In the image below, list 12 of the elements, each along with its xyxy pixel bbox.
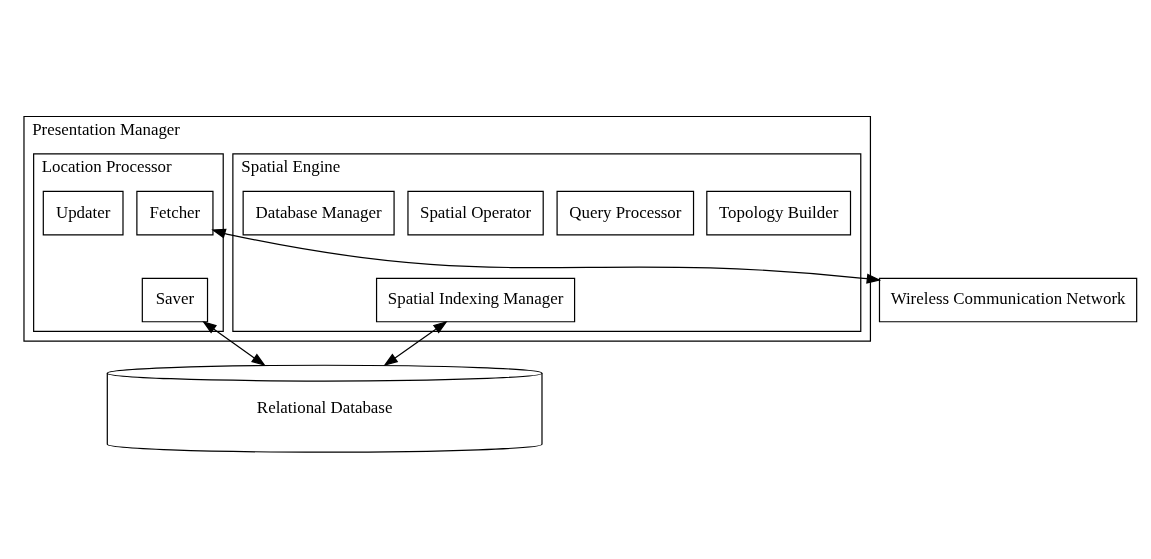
node-box: Updater — [42, 190, 124, 236]
node-box: Spatial Indexing Manager — [375, 277, 576, 323]
arrow — [383, 320, 448, 367]
node-box: Query Processor — [556, 190, 695, 236]
node-box: Wireless Communication Network — [878, 277, 1138, 323]
arrow — [211, 228, 882, 284]
node-box: Saver — [141, 277, 209, 323]
arrow — [202, 320, 266, 367]
node-box: Spatial Operator — [407, 190, 544, 236]
node-box: Fetcher — [136, 190, 214, 236]
node-box: Database Manager — [242, 190, 395, 236]
node-box: Topology Builder — [706, 190, 852, 236]
